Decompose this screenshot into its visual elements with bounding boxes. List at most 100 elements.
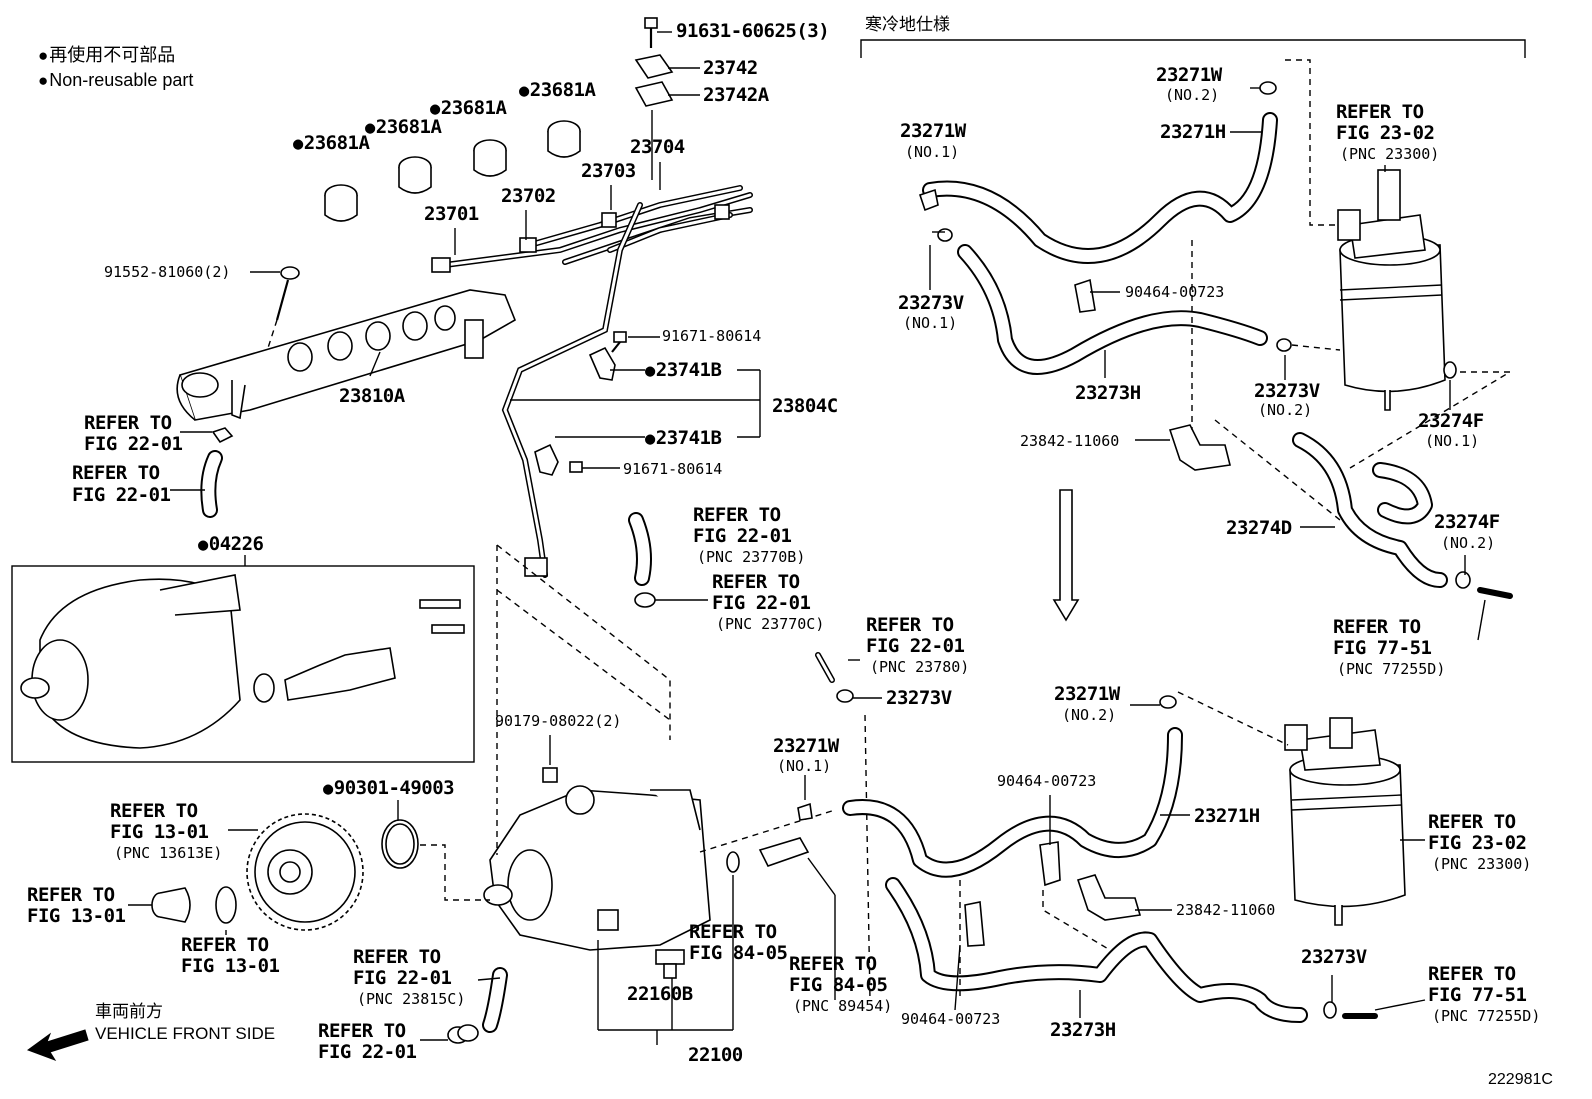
label-23271W-bot-no: (NO.2) xyxy=(1062,706,1117,724)
common-rail-23810A xyxy=(176,289,517,421)
bolt-91631 xyxy=(644,17,658,48)
bolt-91671-a xyxy=(611,331,627,353)
label-23741B-a: 23741B xyxy=(645,361,722,380)
label-23842-top: 23842-11060 xyxy=(1020,432,1120,450)
label-23273V-no2-no: (NO.2) xyxy=(1258,401,1313,419)
bolt-91671-b xyxy=(569,461,583,473)
supply-pump xyxy=(483,767,711,951)
label-23273V-no1-no: (NO.1) xyxy=(903,314,958,332)
sensor-84-05 xyxy=(758,837,810,867)
label-23271H-bot: 23271H xyxy=(1194,805,1260,827)
hose-23271H-bottom xyxy=(842,727,1183,878)
ref-23780-line3: (PNC 23780) xyxy=(870,658,970,676)
label-23274D: 23274D xyxy=(1226,517,1292,539)
clamp-23770C xyxy=(634,592,656,608)
union-bolt-22160B xyxy=(655,949,685,979)
o-ring-90301 xyxy=(381,819,419,869)
label-23274F-no2-no: (NO.2) xyxy=(1441,534,1496,552)
ref-23-02-a-line1: REFER TO xyxy=(1336,101,1424,123)
label-23274F-no1-no: (NO.1) xyxy=(1425,432,1480,450)
label-91671-b: 91671-80614 xyxy=(623,460,723,478)
ref-13613E-line3: (PNC 13613E) xyxy=(114,844,223,862)
clip-90464-top xyxy=(1074,278,1096,313)
bushing-13-01 xyxy=(151,887,191,923)
ref-23770C-line3: (PNC 23770C) xyxy=(716,615,825,633)
gasket-84-05 xyxy=(726,851,740,873)
label-23274F-no1: 23274F xyxy=(1418,410,1484,432)
label-91671-a: 91671-80614 xyxy=(662,327,762,345)
ref-23815C-line2: FIG 22-01 xyxy=(353,967,452,989)
hose-23273H-top xyxy=(957,244,1268,375)
ref-77-51-b-line1: REFER TO xyxy=(1428,963,1516,985)
label-23741B-b: 23741B xyxy=(645,429,722,448)
label-23273H-top: 23273H xyxy=(1075,382,1141,404)
ref-23770B-line2: FIG 22-01 xyxy=(693,525,792,547)
ref-23-02-b-line1: REFER TO xyxy=(1428,811,1516,833)
label-23702: 23702 xyxy=(501,185,556,207)
label-23273H-bot: 23273H xyxy=(1050,1019,1116,1041)
clamp-23742 xyxy=(634,54,674,107)
ref-23-02-b-line2: FIG 23-02 xyxy=(1428,832,1527,854)
label-23273V-no2: 23273V xyxy=(1254,380,1320,402)
label-23271W-top: 23271W xyxy=(1156,64,1222,86)
label-23273V-mid: 23273V xyxy=(886,687,952,709)
ref-23770C-line2: FIG 22-01 xyxy=(712,592,811,614)
ref-22-01-g-line2: FIG 22-01 xyxy=(318,1041,417,1063)
hose-23274D xyxy=(1292,432,1448,588)
ref-23780-line2: FIG 22-01 xyxy=(866,635,965,657)
ref-23815C-line3: (PNC 23815C) xyxy=(357,990,466,1008)
ref-23815C-line1: REFER TO xyxy=(353,946,441,968)
ref-13-01-b-line2: FIG 13-01 xyxy=(27,905,126,927)
ref-22-01-b-line2: FIG 22-01 xyxy=(72,484,171,506)
label-23681A-2: 23681A xyxy=(365,118,442,137)
legend-en: Non-reusable part xyxy=(38,70,193,90)
hose-23770B xyxy=(628,512,652,586)
clamps-22-01 xyxy=(447,1024,479,1044)
clamps-bottom xyxy=(797,695,1378,1019)
ref-13-01-b-line1: REFER TO xyxy=(27,884,115,906)
hose-23271H-top xyxy=(922,112,1278,264)
label-23274F-no2: 23274F xyxy=(1434,511,1500,533)
leader-lines xyxy=(128,31,1486,1045)
ref-77-51-b-line2: FIG 77-51 xyxy=(1428,984,1527,1006)
ref-22-01-g-line1: REFER TO xyxy=(318,1020,406,1042)
label-91552: 91552-81060(2) xyxy=(104,263,231,281)
ref-77-51-a-line1: REFER TO xyxy=(1333,616,1421,638)
front-label-en: VEHICLE FRONT SIDE xyxy=(95,1024,276,1043)
ref-23-02-a-line3: (PNC 23300) xyxy=(1340,145,1440,163)
ref-22-01-a-line2: FIG 22-01 xyxy=(84,433,183,455)
label-90179: 90179-08022(2) xyxy=(495,712,622,730)
bracket-23741B-b xyxy=(534,443,559,476)
clip-90464-mid xyxy=(1039,841,1061,887)
cold-spec-label: 寒冷地仕様 xyxy=(865,15,950,34)
ref-13613E-line2: FIG 13-01 xyxy=(110,821,209,843)
label-23271W-no1-no: (NO.1) xyxy=(905,143,960,161)
figure-id: 222981C xyxy=(1488,1071,1553,1088)
injector-seal-1 xyxy=(324,184,358,222)
fuel-filter-top xyxy=(1337,169,1446,411)
injection-pipes xyxy=(431,185,753,578)
label-23703: 23703 xyxy=(581,160,636,182)
ref-23-02-a-line2: FIG 23-02 xyxy=(1336,122,1435,144)
label-23271W-mid-no: (NO.1) xyxy=(777,757,832,775)
bracket-23741B-a xyxy=(588,346,616,381)
ref-77-51-a-line2: FIG 77-51 xyxy=(1333,637,1432,659)
ref-13-01-c-line2: FIG 13-01 xyxy=(181,955,280,977)
bracket-23842-top xyxy=(1168,424,1231,471)
label-90301: 90301-49003 xyxy=(323,779,455,798)
label-23704: 23704 xyxy=(630,136,685,158)
ref-23770B-line1: REFER TO xyxy=(693,504,781,526)
ref-77-51-b-line3: (PNC 77255D) xyxy=(1432,1007,1541,1025)
hose-22-01-23815C xyxy=(482,967,508,1033)
ref-89454-line2: FIG 84-05 xyxy=(789,974,888,996)
label-90464-top: 90464-00723 xyxy=(1125,283,1225,301)
ref-23-02-b-line3: (PNC 23300) xyxy=(1432,855,1532,873)
label-23842-bot: 23842-11060 xyxy=(1176,901,1276,919)
label-90464-bot: 90464-00723 xyxy=(901,1010,1001,1028)
ref-23780-line1: REFER TO xyxy=(866,614,954,636)
label-23804C: 23804C xyxy=(772,395,838,417)
ref-23770C-line1: REFER TO xyxy=(712,571,800,593)
label-23271W-bot: 23271W xyxy=(1054,683,1120,705)
cold-spec-bracket xyxy=(860,39,1526,58)
